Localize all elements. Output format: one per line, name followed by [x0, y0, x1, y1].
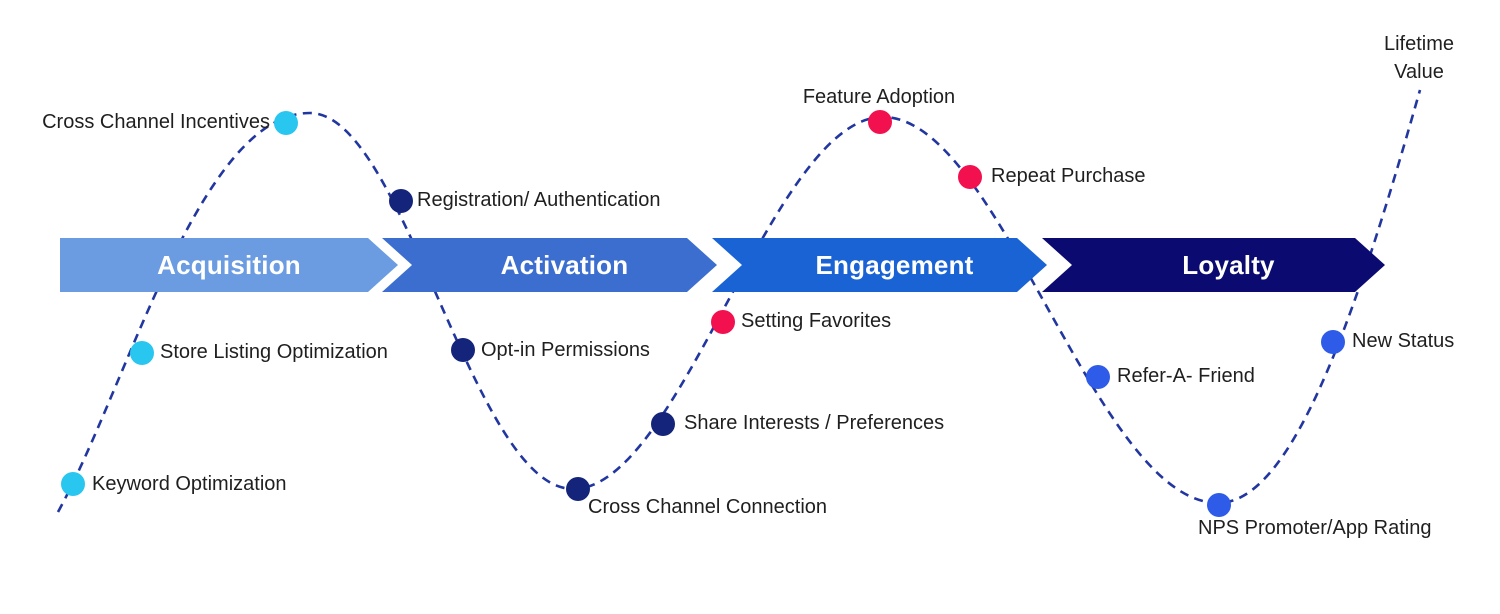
milestone-label-keyword-optimization: Keyword Optimization [92, 473, 287, 495]
milestone-dot-nps-promoter-app-rating [1207, 493, 1231, 517]
lifetime-value-label: Lifetime Value [1357, 30, 1481, 86]
milestone-dot-store-listing-optimization [130, 341, 154, 365]
milestone-label-cross-channel-connection: Cross Channel Connection [588, 496, 828, 518]
milestone-label-setting-favorites: Setting Favorites [741, 310, 892, 332]
milestone-dot-feature-adoption [868, 110, 892, 134]
milestone-dot-repeat-purchase [958, 165, 982, 189]
lifetime-value-line1: Lifetime [1383, 33, 1455, 55]
milestone-label-opt-in-permissions: Opt-in Permissions [481, 339, 650, 361]
stage-arrow-acquisition [60, 238, 398, 292]
milestone-label-nps-promoter-app-rating: NPS Promoter/App Rating [1198, 517, 1432, 539]
milestone-label-registration-authentication: Registration/ Authentication [417, 189, 661, 211]
milestone-dot-cross-channel-connection [566, 477, 590, 501]
lifetime-value-line2: Value [1394, 61, 1444, 83]
stage-arrow-loyalty [1042, 238, 1385, 292]
journey-wave-curve [56, 89, 1422, 513]
milestone-label-share-interests-preferences: Share Interests / Preferences [684, 412, 945, 434]
stage-arrow-engagement [712, 238, 1047, 292]
milestone-label-repeat-purchase: Repeat Purchase [991, 165, 1146, 187]
milestone-dot-registration-authentication [389, 189, 413, 213]
milestone-dot-keyword-optimization [61, 472, 85, 496]
milestone-label-cross-channel-incentives: Cross Channel Incentives [42, 111, 270, 133]
milestone-label-new-status: New Status [1352, 330, 1455, 352]
milestone-dot-setting-favorites [711, 310, 735, 334]
milestone-dot-cross-channel-incentives [274, 111, 298, 135]
milestone-dot-new-status [1321, 330, 1345, 354]
milestone-dot-opt-in-permissions [451, 338, 475, 362]
milestone-dot-share-interests-preferences [651, 412, 675, 436]
milestone-label-store-listing-optimization: Store Listing Optimization [160, 341, 388, 363]
milestone-label-feature-adoption: Feature Adoption [802, 86, 956, 108]
stage-arrow-activation [382, 238, 717, 292]
milestone-label-refer-a-friend: Refer-A- Friend [1117, 365, 1255, 387]
milestone-dot-refer-a-friend [1086, 365, 1110, 389]
